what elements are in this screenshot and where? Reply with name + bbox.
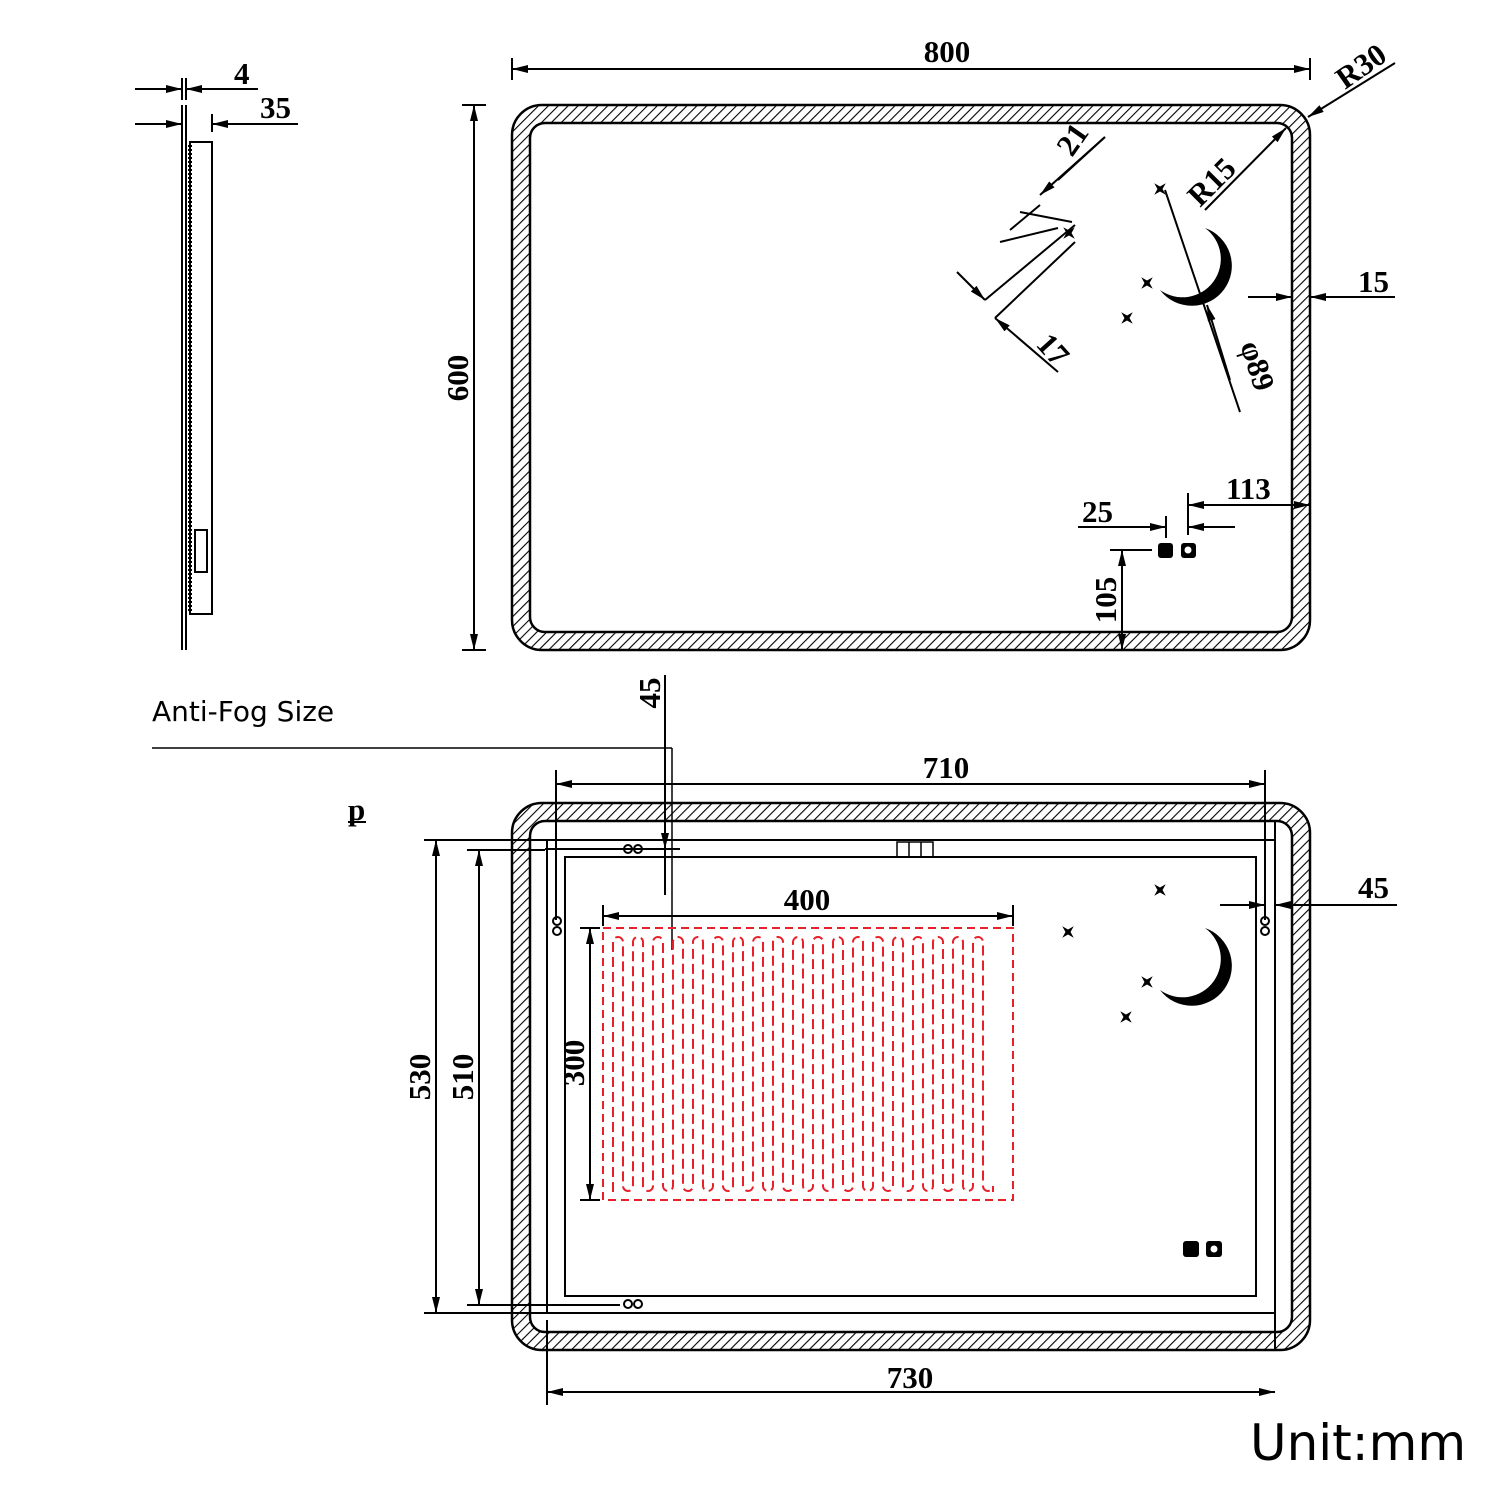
hanging-hook-icon [552,844,1270,1309]
side-frame [189,141,213,615]
moon-icon [1160,928,1232,1006]
star-icon [1060,224,1078,242]
dim-outer-width: 730 [887,1360,934,1395]
moon-icon [1160,228,1232,306]
star-icon [1117,1008,1135,1026]
star-icon [1151,881,1169,899]
dim-right-offset: 45 [1358,870,1389,905]
anti-fog-pad [602,927,1014,1201]
touch-switch-light[interactable] [1183,1241,1199,1257]
pad-outline [602,927,1014,1201]
dim-glass-thickness: 4 [234,56,250,91]
anti-fog-view: Anti-Fog Size p 45 710 45 [152,675,1397,1405]
star-icon [1059,923,1077,941]
dim-height: 600 [440,355,475,402]
dim-star-b: 17 [1030,326,1077,372]
dim-top-offset: 45 [632,678,667,709]
text-fragment: p [348,792,365,827]
dim-corner-inner: R15 [1180,150,1243,213]
anti-fog-title: Anti-Fog Size [152,695,334,728]
star-icon [1138,973,1156,991]
dim-moon-diameter: φ89 [1233,336,1282,395]
dim-switch-right: 113 [1226,471,1271,506]
dim-depth: 35 [260,90,291,125]
mirror-frame [510,103,1312,652]
dim-inner-width: 710 [923,750,970,785]
dim-switch-spacing: 25 [1082,494,1113,529]
dim-corner-outer: R30 [1329,36,1393,95]
heating-wire [612,936,994,1192]
star-icon [1138,274,1156,292]
mirror-frame-back [510,801,1312,1352]
dim-inner-height: 510 [445,1054,480,1101]
touch-switch-light[interactable] [1158,543,1173,558]
side-view: 4 35 [135,56,298,650]
side-switch-box [194,529,208,573]
front-view: 800 600 R30 R15 15 21 17 φ8 [440,34,1396,652]
dim-outer-height: 530 [402,1054,437,1101]
connector-box [896,841,934,858]
dim-frame-band: 15 [1358,264,1389,299]
star-icon [1118,309,1136,327]
unit-label: Unit:mm [1250,1414,1466,1472]
dim-pad-height: 300 [556,1040,591,1087]
dim-width: 800 [924,34,971,69]
dim-switch-bottom: 105 [1088,577,1123,624]
dim-pad-width: 400 [784,882,831,917]
